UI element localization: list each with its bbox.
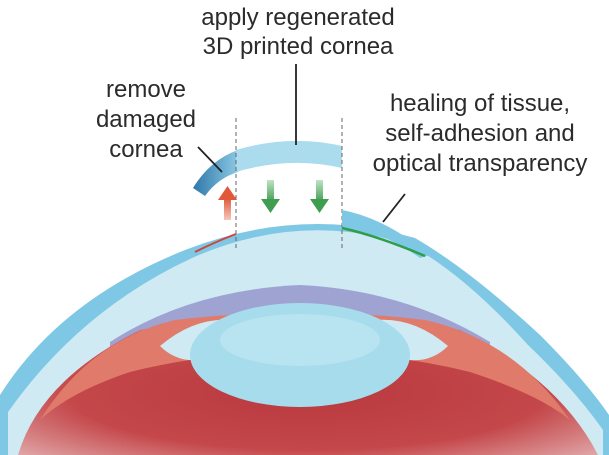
- label-remove-line2: damaged: [95, 106, 197, 133]
- label-healing-line3: optical transparency: [372, 150, 588, 177]
- apply-arrow-right-icon: [310, 180, 329, 213]
- label-healing-line2: self-adhesion and: [385, 120, 575, 147]
- label-apply-line1: apply regenerated: [201, 4, 395, 31]
- printed-cornea: [236, 140, 342, 172]
- label-healing-line1: healing of tissue,: [389, 90, 571, 117]
- label-healing: healing of tissue, self-adhesion and opt…: [355, 92, 605, 182]
- label-apply-line2: 3D printed cornea: [202, 33, 394, 60]
- apply-arrow-left-icon: [261, 180, 280, 213]
- healing-line: [341, 226, 426, 258]
- label-remove: remove damaged cornea: [66, 78, 226, 168]
- healed-region: [342, 210, 430, 258]
- damage-line: [194, 233, 237, 253]
- damaged-cornea-piece: [193, 150, 238, 196]
- lens-highlight: [220, 314, 380, 366]
- remove-arrow-icon: [218, 186, 237, 220]
- leader-healing: [382, 193, 406, 223]
- label-remove-line3: cornea: [109, 136, 183, 163]
- leader-remove: [197, 146, 223, 173]
- label-apply: apply regenerated 3D printed cornea: [178, 6, 418, 64]
- label-remove-line1: remove: [105, 76, 187, 103]
